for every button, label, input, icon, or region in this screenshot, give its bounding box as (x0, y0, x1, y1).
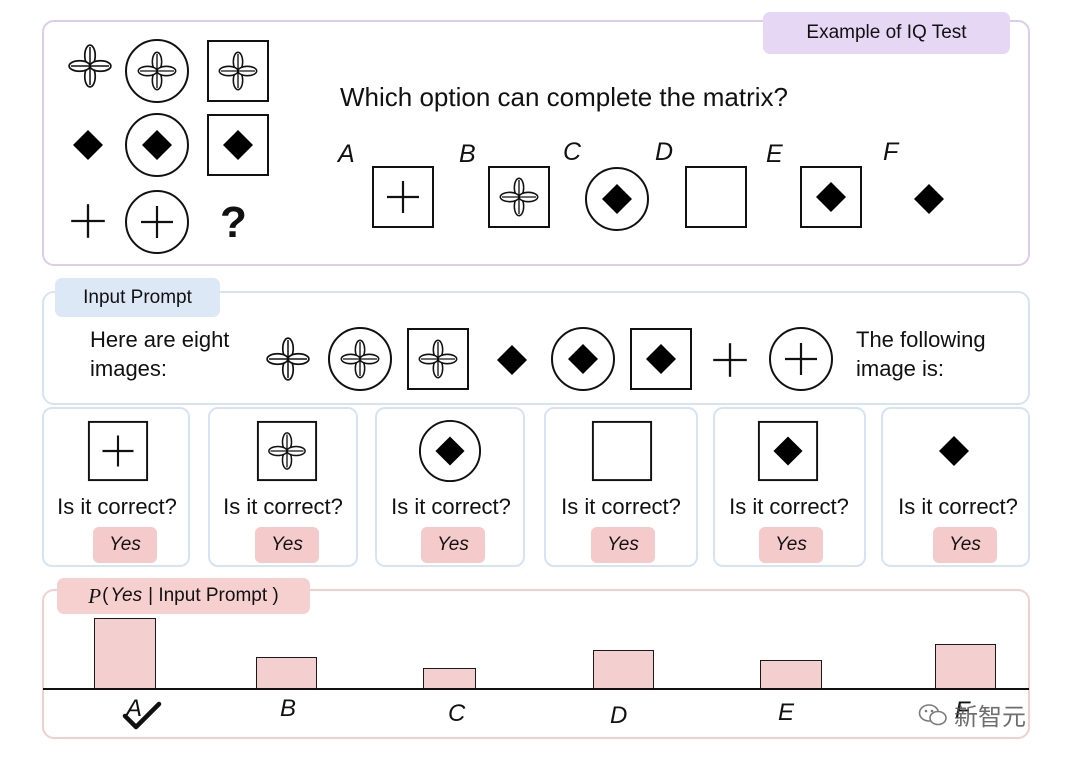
x-label-c: C (448, 700, 466, 727)
option-card-d (544, 407, 698, 567)
yes-badge-d: Yes (591, 527, 655, 563)
x-label-f: F (955, 697, 970, 724)
card-question-b: Is it correct? (223, 494, 343, 519)
x-label-e: E (778, 699, 795, 726)
prompt-trail-text: The following image is: (856, 327, 986, 381)
card-question-d: Is it correct? (561, 494, 681, 519)
clover-icon (68, 44, 112, 88)
iq-test-panel (42, 20, 1030, 266)
probability-panel (42, 589, 1030, 739)
bar-e (760, 660, 822, 689)
input-prompt-tag: Input Prompt (55, 278, 220, 317)
watermark: 新智元 (918, 697, 1026, 732)
prompt-circled-diamond-icon (551, 327, 615, 391)
option-letter-f: F (883, 138, 899, 166)
option-letter-a: A (338, 140, 355, 168)
boxed-clover-icon (207, 40, 269, 102)
probability-yes: Yes (110, 585, 143, 606)
yes-badge-b: Yes (255, 527, 319, 563)
circled-clover-icon (125, 39, 189, 103)
yes-badge-c: Yes (421, 527, 485, 563)
option-letter-b: B (459, 140, 476, 168)
watermark-text: 新智元 (954, 704, 1026, 731)
option-letter-e: E (766, 140, 783, 168)
prompt-circled-plus-icon (769, 327, 833, 391)
option-e-boxed-diamond-icon (800, 166, 862, 228)
option-c-circled-diamond-icon (585, 167, 649, 231)
option-d-empty-box-icon (685, 166, 747, 228)
option-letter-d: D (655, 138, 674, 166)
circled-plus-icon (125, 190, 189, 254)
option-a-boxed-plus-icon (372, 166, 434, 228)
plus-icon (70, 203, 106, 239)
yes-badge-f: Yes (933, 527, 997, 563)
chart-baseline (43, 688, 1029, 690)
yes-badge-a: Yes (93, 527, 157, 563)
bar-b (256, 657, 317, 689)
card-question-c: Is it correct? (391, 494, 511, 519)
bar-a (94, 618, 156, 689)
card-question-e: Is it correct? (729, 494, 849, 519)
card-c-circled-diamond-icon (418, 419, 482, 483)
probability-open-paren: ( (102, 585, 109, 606)
bar-c (423, 668, 476, 689)
prompt-clover-icon (266, 337, 310, 381)
probability-tag: P ( Yes | Input Prompt ) (57, 578, 310, 614)
card-e-boxed-diamond-icon (757, 420, 819, 482)
probability-symbol: P (88, 583, 102, 608)
diamond-icon (73, 130, 103, 160)
probability-condition: | Input Prompt ) (148, 585, 279, 606)
option-b-boxed-clover-icon (488, 166, 550, 228)
card-b-boxed-clover-icon (256, 420, 318, 482)
iq-question: Which option can complete the matrix? (340, 82, 788, 112)
prompt-plus-icon (712, 342, 748, 378)
wechat-icon (918, 703, 947, 725)
bar-f (935, 644, 996, 689)
prompt-circled-clover-icon (328, 327, 392, 391)
missing-cell-mark: ? (220, 198, 247, 247)
yes-badge-e: Yes (759, 527, 823, 563)
card-f-diamond-icon (939, 436, 969, 466)
prompt-boxed-clover-icon (407, 328, 469, 390)
card-question-f: Is it correct? (898, 494, 1018, 519)
checkmark-icon (122, 701, 162, 730)
bar-d (593, 650, 654, 689)
x-label-b: B (280, 695, 297, 722)
prompt-diamond-icon (497, 345, 527, 375)
boxed-diamond-icon (207, 114, 269, 176)
option-letter-c: C (563, 138, 582, 166)
circled-diamond-icon (125, 113, 189, 177)
prompt-lead-text: Here are eight images: (90, 327, 230, 381)
x-label-a: A (126, 695, 143, 722)
card-question-a: Is it correct? (57, 494, 177, 519)
prompt-boxed-diamond-icon (630, 328, 692, 390)
option-f-diamond-icon (914, 184, 944, 214)
card-d-empty-box-icon (591, 420, 653, 482)
x-label-d: D (610, 702, 628, 729)
iq-test-tag: Example of IQ Test (763, 12, 1010, 54)
card-a-boxed-plus-icon (87, 420, 149, 482)
